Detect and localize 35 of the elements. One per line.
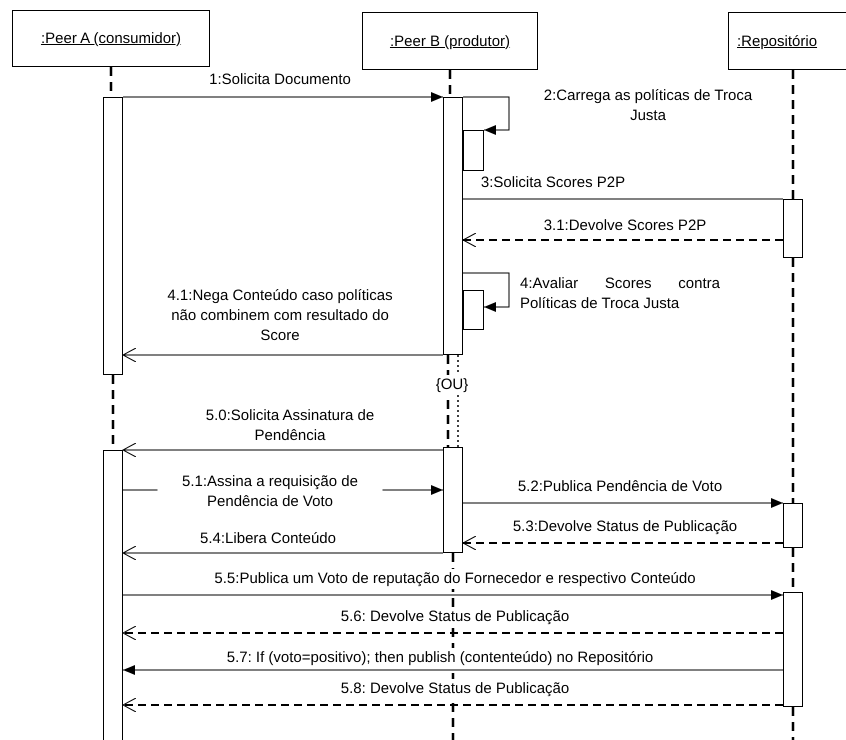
message-arrow [122,665,784,675]
participant-box: :Repositório [728,12,846,70]
lifeline [448,70,452,97]
participant-box: :Peer B (produtor) [362,12,538,70]
message-label: 5.6: Devolve Status de Publicação [340,607,570,627]
participant-box: :Peer A (consumidor) [12,10,210,67]
activation-bar [103,97,123,375]
activation-bar [783,503,803,548]
message-arrow [122,546,444,560]
activation-bar [443,447,463,553]
activation-bar [783,592,803,707]
message-arrow [122,590,784,600]
message-arrow [462,232,783,248]
message-label: 5.8: Devolve Status de Publicação [340,679,570,699]
message-label: 5.5:Publica um Voto de reputação do Fornecedor e respectivo Conteúdo [214,569,696,589]
activation-bar [783,199,803,258]
message-arrow [462,498,784,508]
constraint-label: {OU} [436,375,468,395]
lifeline [792,707,794,740]
message-label: 5.3:Devolve Status de Publicação [512,517,738,537]
message-arrow [462,536,783,550]
message-arrow [462,96,510,135]
message-arrow [122,626,783,640]
message-arrow [122,442,444,458]
activation-bar [463,290,484,330]
message-arrow [462,272,510,312]
activation-bar [443,97,463,355]
message-arrow [122,92,444,102]
lifeline [792,70,794,199]
lifeline [792,258,794,503]
activation-bar [103,450,123,740]
activation-bar [463,130,484,171]
message-label: 5.7: If (voto=positivo); then publish (contenteúdo) no Repositório [226,648,654,668]
message-arrow [122,698,783,712]
message-arrow [122,348,444,362]
